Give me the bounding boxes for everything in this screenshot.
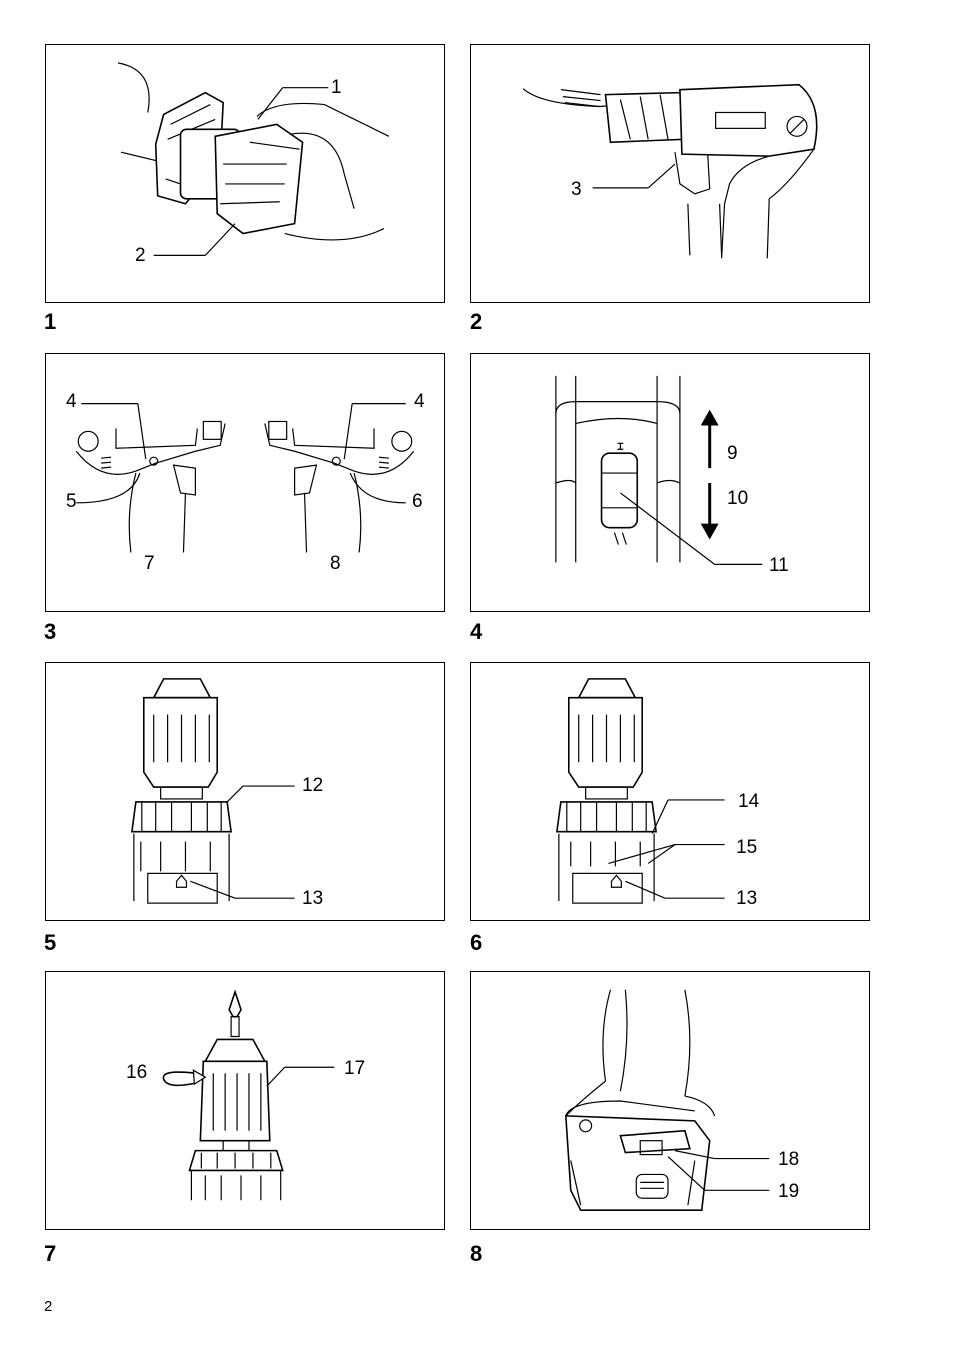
callout-18: 18 [778, 1149, 800, 1170]
figure-7-number: 7 [44, 1241, 57, 1266]
figure-8-panel: 18 19 [470, 971, 870, 1230]
figure-4-number: 4 [470, 619, 483, 644]
callout-5: 5 [66, 491, 77, 512]
callout-16: 16 [126, 1062, 148, 1083]
callout-15: 15 [736, 837, 758, 858]
callout-11: 11 [769, 555, 789, 576]
figure-7-panel: 16 17 [45, 971, 445, 1230]
figure-8-illustration [564, 989, 770, 1211]
callout-3: 3 [571, 179, 582, 200]
figure-6-number: 6 [470, 930, 483, 955]
callout-9: 9 [727, 443, 738, 464]
callout-7: 7 [144, 553, 155, 574]
callout-4-right: 4 [414, 391, 425, 412]
figure-3-illustration [75, 403, 415, 553]
callout-8: 8 [330, 553, 341, 574]
figure-4-panel: 9 10 11 [470, 353, 870, 612]
callout-13: 13 [736, 888, 758, 909]
figure-3-number: 3 [44, 619, 57, 644]
figure-5-illustration [130, 678, 295, 904]
callout-4-left: 4 [66, 391, 77, 412]
figure-2-number: 2 [470, 309, 483, 334]
callout-13: 13 [302, 888, 324, 909]
figure-5-number: 5 [44, 930, 57, 955]
figure-6-illustration [555, 678, 725, 904]
callout-6: 6 [412, 491, 423, 512]
figure-2-panel: 3 [470, 44, 870, 303]
figure-5-panel: 12 13 [45, 662, 445, 921]
callout-1: 1 [331, 77, 342, 98]
figure-7-illustration [162, 989, 335, 1201]
callout-17: 17 [344, 1058, 366, 1079]
figure-2-illustration [522, 83, 818, 259]
callout-14: 14 [738, 791, 760, 812]
figure-6-panel: 14 15 13 [470, 662, 870, 921]
figure-3-panel: 4 4 5 6 7 8 [45, 353, 445, 612]
figure-8-number: 8 [470, 1241, 483, 1266]
figure-1-panel: 1 2 [45, 44, 445, 303]
figure-1-illustration [117, 62, 390, 256]
callout-19: 19 [778, 1181, 800, 1202]
callout-12: 12 [302, 775, 324, 796]
figure-4-illustration [555, 375, 763, 565]
callout-10: 10 [727, 488, 749, 509]
callout-2: 2 [135, 245, 146, 266]
page-number: 2 [44, 1298, 53, 1315]
figure-1-number: 1 [44, 309, 57, 334]
